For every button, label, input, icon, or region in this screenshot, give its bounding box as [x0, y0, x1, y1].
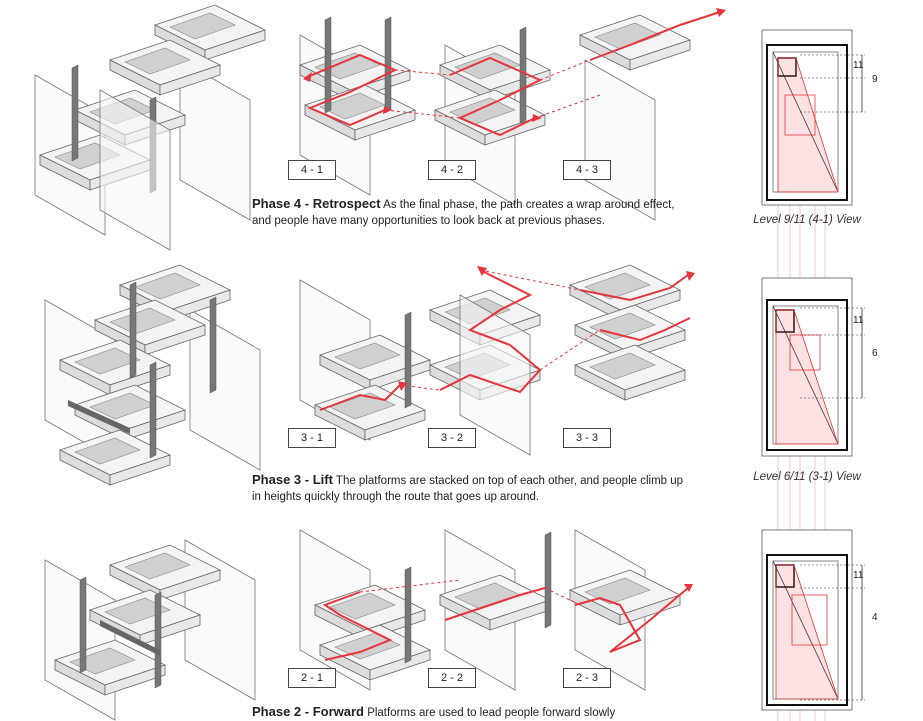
diagram-label-3-1: 3 - 1: [288, 428, 336, 448]
phase2-title: Phase 2 - Forward: [252, 704, 364, 719]
diagram-label-2-1: 2 - 1: [288, 668, 336, 688]
dim-label-4-top: 11: [853, 60, 864, 71]
elevation-view-3: [761, 277, 865, 457]
phase2-description: Platforms are used to lead people forwar…: [367, 707, 616, 719]
diagram-2-1: [299, 529, 431, 691]
diagram-4-3: [579, 8, 726, 221]
phase4-caption: Phase 4 - Retrospect As the final phase,…: [252, 196, 692, 229]
phase3-connectors: [399, 269, 601, 391]
phase2-caption: Phase 2 - Forward Platforms are used to …: [252, 704, 692, 721]
diagram-4-2: [434, 26, 551, 206]
diagram-label-2-2: 2 - 2: [428, 668, 476, 688]
left-isometric-phase3: [44, 264, 261, 486]
elevation-view-2: [761, 529, 865, 711]
diagram-3-2: [429, 266, 542, 456]
diagram-label-4-3: 4 - 3: [563, 160, 611, 180]
elevation-view-4: [761, 29, 865, 206]
diagram-3-1: [299, 279, 431, 441]
left-isometric-phase2: [44, 539, 256, 721]
phase4-connectors: [384, 59, 601, 119]
view-caption-3: Level 6/11 (3-1) View: [753, 471, 861, 483]
dim-label-3-top: 11: [853, 315, 864, 326]
diagram-2-3: [569, 529, 693, 691]
phase4-title: Phase 4 - Retrospect: [252, 196, 381, 211]
diagram-label-3-3: 3 - 3: [563, 428, 611, 448]
diagram-label-2-3: 2 - 3: [563, 668, 611, 688]
diagram-2-2: [439, 529, 552, 691]
left-isometric-phase4: [34, 4, 266, 251]
diagram-label-3-2: 3 - 2: [428, 428, 476, 448]
diagram-3-3: [569, 264, 695, 401]
diagram-label-4-1: 4 - 1: [288, 160, 336, 180]
phase4-description: As the final phase, the path creates a w…: [252, 199, 675, 227]
dim-label-4-side: 9: [872, 74, 878, 85]
phase3-description: The platforms are stacked on top of each…: [252, 475, 684, 503]
phase3-caption: Phase 3 - Lift The platforms are stacked…: [252, 472, 692, 505]
diagram-label-4-2: 4 - 2: [428, 160, 476, 180]
dim-label-2-top: 11: [853, 570, 864, 581]
phase3-title: Phase 3 - Lift: [252, 472, 333, 487]
view-caption-4: Level 9/11 (4-1) View: [753, 214, 861, 226]
phase2-connectors: [359, 579, 581, 606]
dim-label-3-side: 6: [872, 348, 878, 359]
dim-label-2-side: 4: [872, 612, 878, 623]
